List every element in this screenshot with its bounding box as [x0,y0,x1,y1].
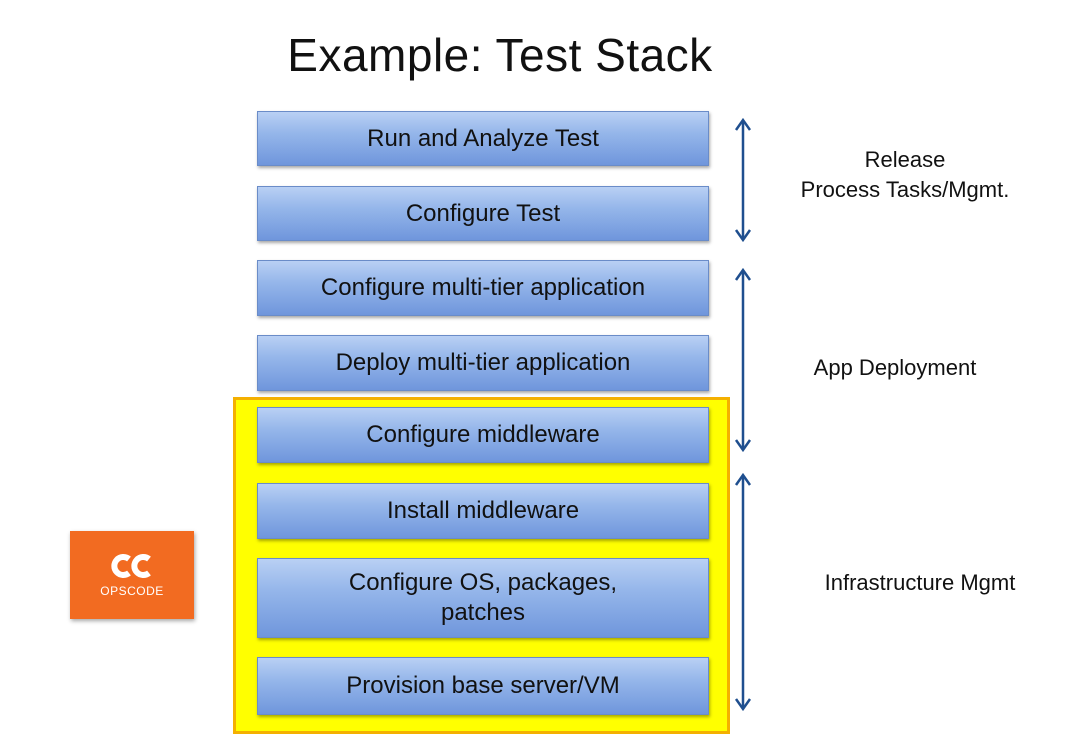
box-configure-multi-tier-application: Configure multi-tier application [257,260,709,316]
opscode-mark-icon [111,554,151,578]
box-configure-test: Configure Test [257,186,709,241]
infrastructure-range-arrow [734,472,752,712]
box-run-analyze-test: Run and Analyze Test [257,111,709,166]
label-release-process: Release Process Tasks/Mgmt. [800,147,1010,202]
box-install-middleware: Install middleware [257,483,709,539]
label-infrastructure-mgmt: Infrastructure Mgmt [824,570,1016,595]
box-deploy-multi-tier-application: Deploy multi-tier application [257,335,709,391]
slide-title: Example: Test Stack [287,29,713,81]
box-configure-os-packages-patches: Configure OS, packages, patches [257,558,709,638]
opscode-logo: OPSCODE [70,531,194,619]
release-range-arrow [734,117,752,243]
box-provision-base-server: Provision base server/VM [257,657,709,715]
opscode-logo-text: OPSCODE [100,584,164,598]
box-configure-middleware: Configure middleware [257,407,709,463]
app-deployment-range-arrow [734,267,752,453]
label-app-deployment: App Deployment [813,355,977,380]
